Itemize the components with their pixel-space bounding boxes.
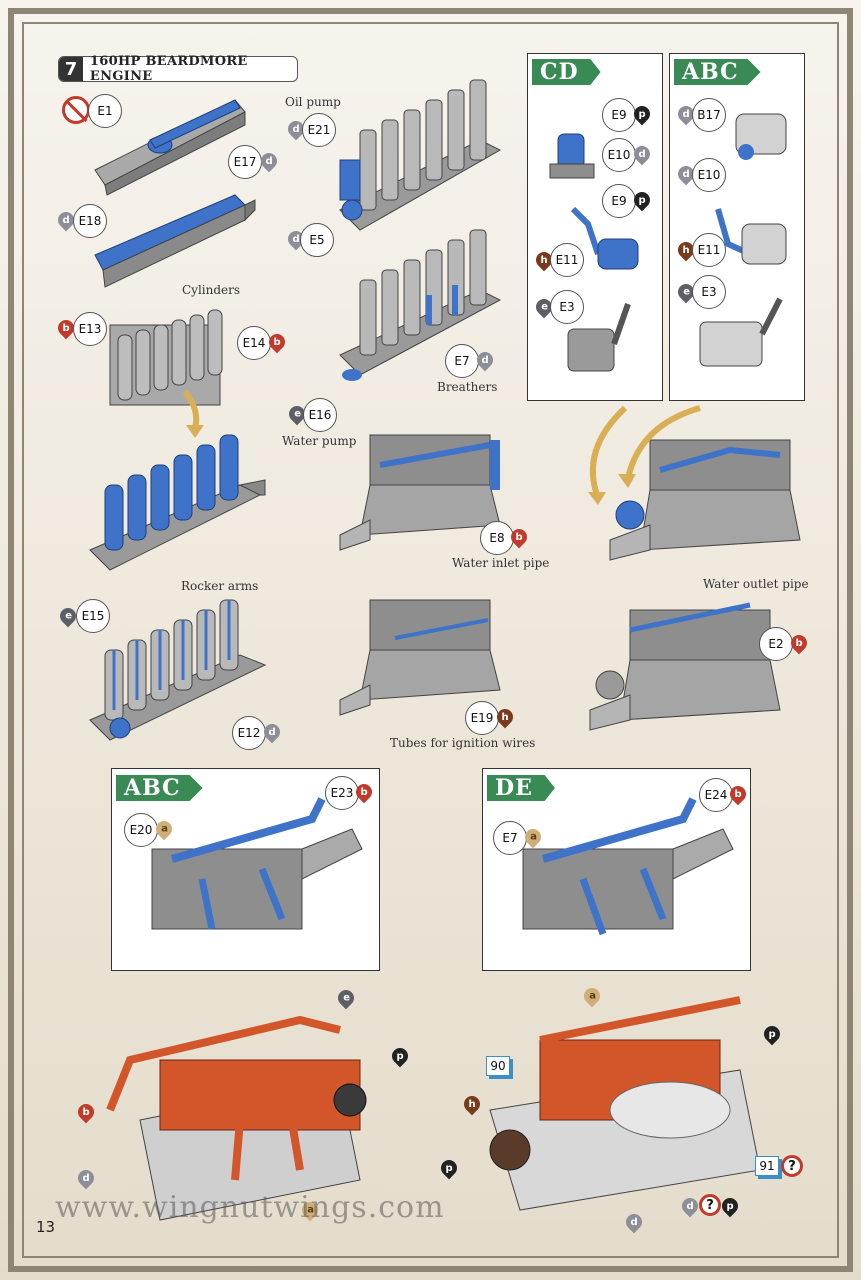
part-e14: E14 bbox=[237, 326, 271, 360]
label-water-inlet-pipe: Water inlet pipe bbox=[452, 556, 550, 570]
variant-tag-cd: CD bbox=[532, 59, 601, 85]
variant-panel-abc: ABC E23 b E20 a bbox=[111, 768, 380, 971]
part-e10: E10 bbox=[692, 158, 726, 192]
oil-pump-abc-illustration bbox=[699, 113, 787, 367]
question-mark-icon: ? bbox=[781, 1155, 803, 1177]
variant-panel-cd: CD E9 p E10 d E9 p h E11 e E3 bbox=[527, 53, 663, 401]
website-url: www.wingnutwings.com bbox=[55, 1190, 445, 1225]
question-mark-icon: ? bbox=[699, 1194, 721, 1216]
part-e15: E15 bbox=[76, 599, 110, 633]
reference-box-91: 91 bbox=[755, 1156, 779, 1176]
reference-box-90: 90 bbox=[486, 1056, 510, 1076]
oil-pump-cd-illustration bbox=[549, 133, 639, 372]
part-e7: E7 bbox=[445, 344, 479, 378]
label-rocker-arms: Rocker arms bbox=[181, 579, 259, 593]
label-water-outlet-pipe: Water outlet pipe bbox=[703, 577, 809, 591]
part-e17: E17 bbox=[228, 145, 262, 179]
part-e19: E19 bbox=[465, 701, 499, 735]
part-e11: E11 bbox=[692, 233, 726, 267]
variant-tag-abc: ABC bbox=[674, 59, 761, 85]
water-pipe-abc-illustration bbox=[151, 797, 363, 930]
variant-panel-de: DE E24 b E7 a bbox=[482, 768, 751, 971]
part-e2: E2 bbox=[759, 627, 793, 661]
step-header: 7 160HP BEARDMORE ENGINE bbox=[58, 54, 298, 84]
part-e24: E24 bbox=[699, 778, 733, 812]
part-b17: B17 bbox=[692, 98, 726, 132]
part-e18: E18 bbox=[73, 204, 107, 238]
part-e13: E13 bbox=[73, 312, 107, 346]
label-oil-pump: Oil pump bbox=[285, 95, 341, 109]
no-glue-icon bbox=[62, 96, 90, 124]
part-e21: E21 bbox=[302, 113, 336, 147]
part-e1: E1 bbox=[88, 94, 122, 128]
page-number: 13 bbox=[36, 1218, 56, 1236]
variant-panel-abc-top: ABC d B17 d E10 h E11 e E3 bbox=[669, 53, 805, 401]
part-e5: E5 bbox=[300, 223, 334, 257]
part-e8: E8 bbox=[480, 521, 514, 555]
step-number: 7 bbox=[59, 57, 83, 81]
label-cylinders: Cylinders bbox=[182, 283, 241, 297]
label-water-pump: Water pump bbox=[282, 434, 357, 448]
step-title: 160HP BEARDMORE ENGINE bbox=[89, 54, 248, 84]
page-border-inner bbox=[22, 22, 839, 1258]
part-e20: E20 bbox=[124, 813, 158, 847]
part-e23: E23 bbox=[325, 776, 359, 810]
part-e16: E16 bbox=[303, 398, 337, 432]
part-e7: E7 bbox=[493, 821, 527, 855]
part-e9: E9 bbox=[602, 184, 636, 218]
label-tubes-ignition: Tubes for ignition wires bbox=[390, 736, 536, 750]
part-e3: E3 bbox=[692, 275, 726, 309]
part-e3: E3 bbox=[550, 290, 584, 324]
water-pipe-de-illustration bbox=[522, 797, 734, 936]
part-e10: E10 bbox=[602, 138, 636, 172]
part-e12: E12 bbox=[232, 716, 266, 750]
part-e9: E9 bbox=[602, 98, 636, 132]
label-breathers: Breathers bbox=[437, 380, 498, 394]
page-border-outer bbox=[8, 8, 853, 1272]
variant-tag-abc: ABC bbox=[116, 775, 203, 801]
variant-tag-de: DE bbox=[487, 775, 555, 801]
part-e11: E11 bbox=[550, 243, 584, 277]
